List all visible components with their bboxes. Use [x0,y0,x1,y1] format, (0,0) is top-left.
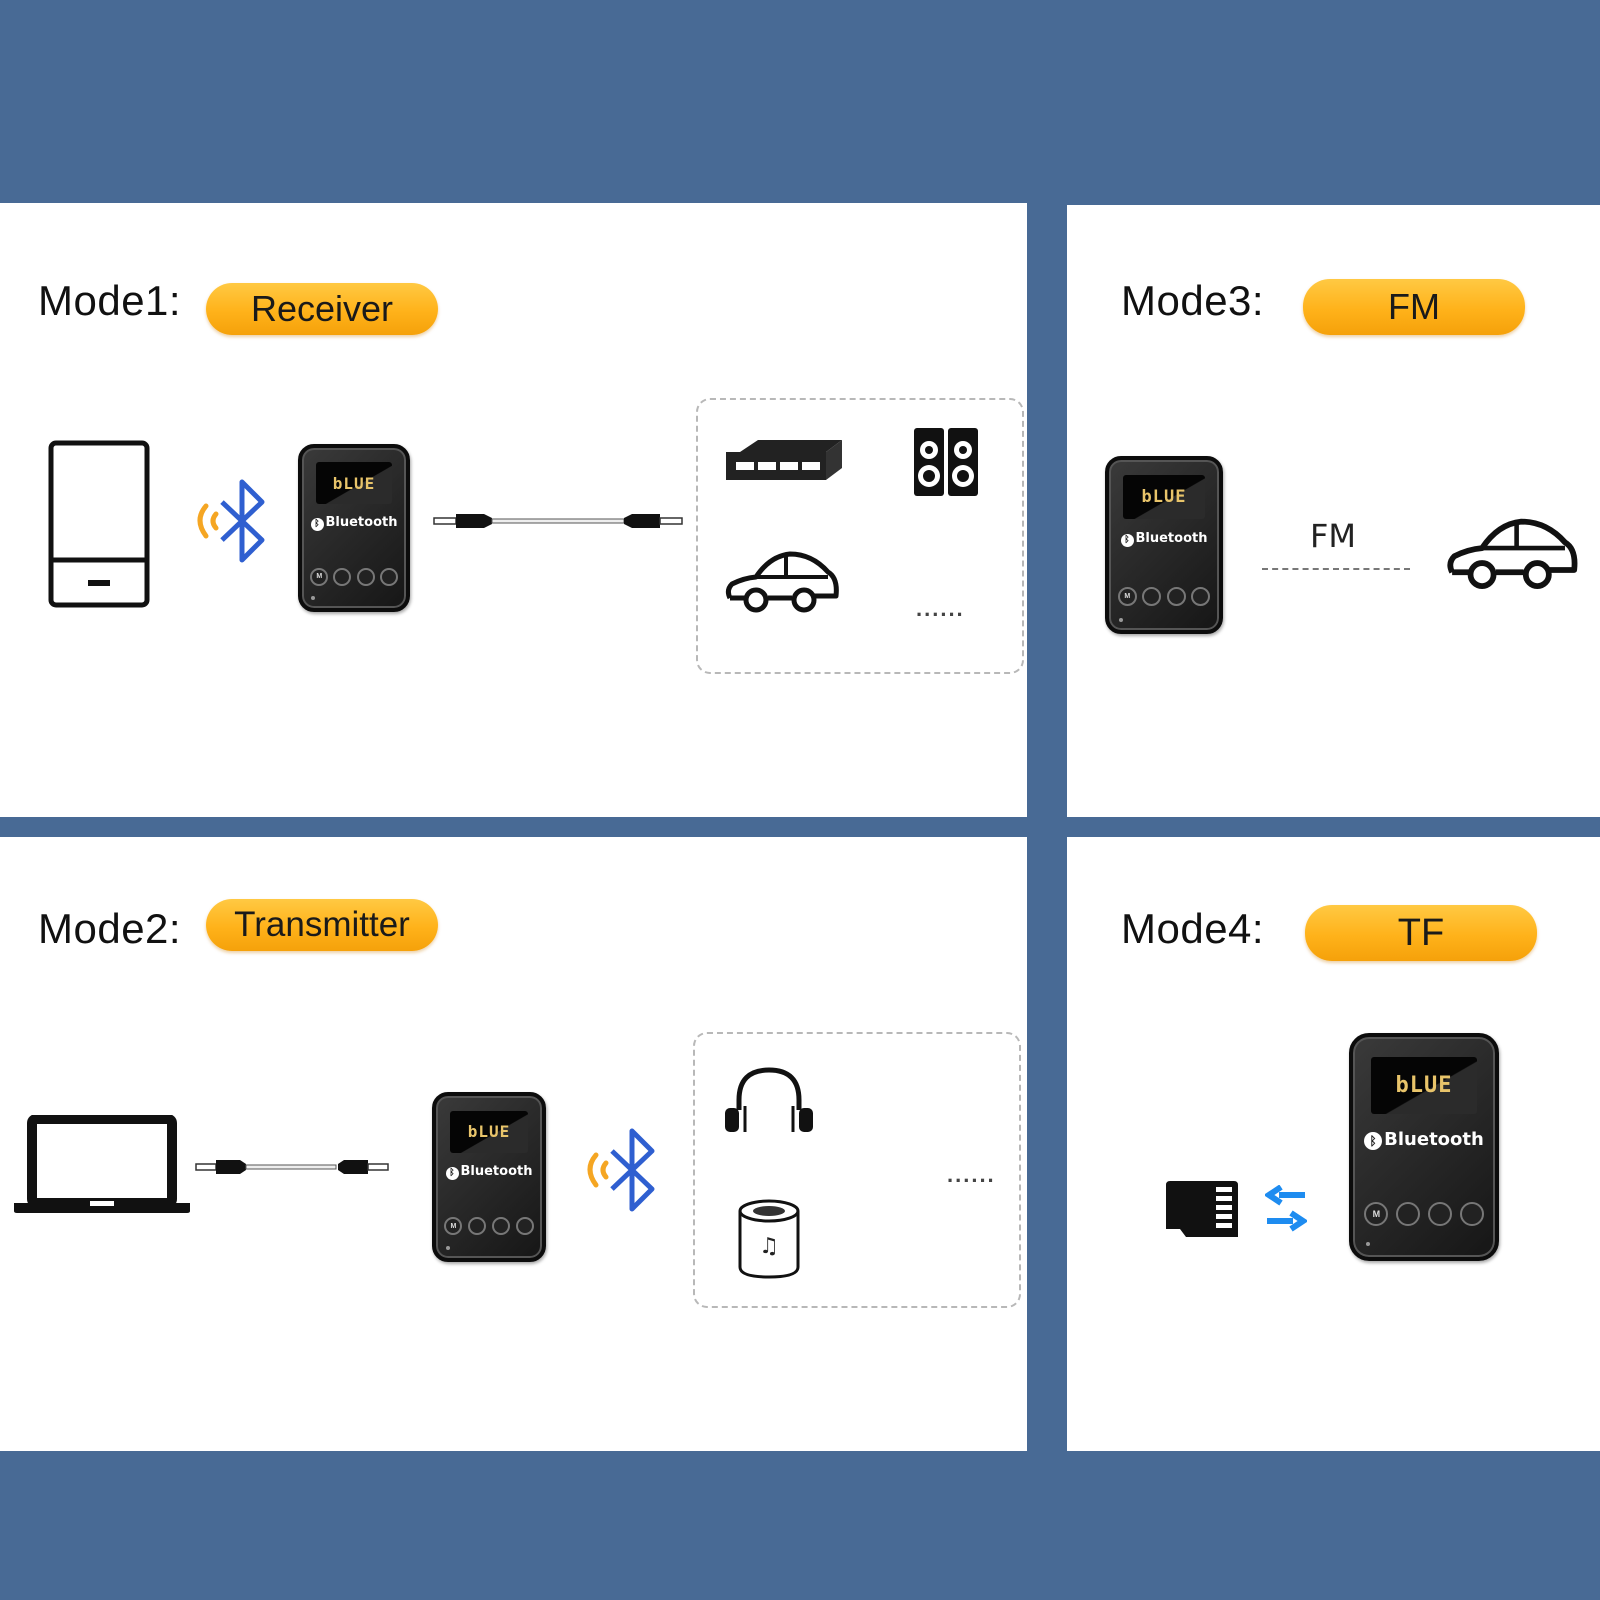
device-buttons: M [444,1217,534,1236]
next-button [515,1217,534,1236]
more-targets: ...... [947,1162,996,1187]
mode-button: M [1117,587,1137,607]
more-targets: ...... [916,596,965,621]
laptop-icon [14,1115,190,1213]
mode4-badge: TF [1305,905,1537,961]
mode4-label: Mode4: [1121,905,1265,952]
status-led [1118,617,1123,622]
status-led [311,596,316,600]
aux-cable-icon [195,1160,389,1174]
mode3-badge: FM [1303,279,1525,335]
brand-text: Bluetooth [325,515,398,531]
screen-text: bLUE [1395,1072,1453,1098]
device-buttons: M [310,567,398,586]
prev-button [468,1217,487,1236]
prev-button [333,567,352,586]
car-icon [1447,518,1578,589]
fm-link-line [1262,568,1410,570]
device-screen: bLUE [315,462,393,504]
brand-text: Bluetooth [460,1164,533,1180]
bluetooth-logo-icon: ᛒ [445,1167,459,1181]
play-button [491,1217,510,1236]
aux-cable-icon [433,514,683,528]
play-button [356,567,375,586]
mode2-badge: Transmitter [206,899,438,951]
car-icon [725,551,839,613]
device-buttons: M [1364,1202,1484,1227]
tf-card-icon [1166,1181,1238,1237]
transfer-arrows-icon [1265,1185,1307,1232]
device-screen: bLUE [1371,1056,1477,1114]
speakers-icon [914,428,978,496]
play-button [1427,1202,1452,1227]
mode-button: M [1364,1202,1389,1227]
next-button [1191,587,1211,607]
status-led [445,1245,450,1250]
bluetooth-logo-icon: ᛒ [310,518,324,532]
device-screen: bLUE [449,1110,529,1153]
amplifier-icon [726,440,842,480]
fm-link-label: FM [1310,517,1357,555]
brand-text: Bluetooth [1384,1129,1484,1151]
bluetooth-icon [587,1128,655,1212]
mode1-badge: Receiver [206,283,438,335]
status-led [1365,1242,1370,1246]
next-button [1459,1202,1484,1227]
screen-text: bLUE [1141,487,1187,508]
mode-button: M [444,1217,463,1236]
device-buttons: M [1117,587,1211,607]
play-button [1166,587,1186,607]
mode1-label: Mode1: [38,277,182,324]
mode1-targets-box: ...... [696,398,1024,674]
prev-button [1142,587,1162,607]
next-button [379,567,398,586]
screen-text: bLUE [467,1122,511,1142]
bluetooth-icon [197,479,265,563]
device-screen: bLUE [1123,475,1205,520]
mode2-targets-box: ♫ ...... [693,1032,1021,1308]
svg-text:♫: ♫ [759,1234,779,1259]
smart-speaker-icon: ♫ [738,1199,800,1279]
prev-button [1396,1202,1421,1227]
bluetooth-logo-icon: ᛒ [1364,1132,1383,1151]
mode3-label: Mode3: [1121,277,1265,324]
brand-text: Bluetooth [1135,531,1208,547]
smartphone-icon [48,440,150,608]
mode2-label: Mode2: [38,905,182,952]
mode-button: M [310,567,329,586]
headphones-icon [725,1067,813,1132]
screen-text: bLUE [332,473,376,493]
bluetooth-logo-icon: ᛒ [1120,534,1134,548]
